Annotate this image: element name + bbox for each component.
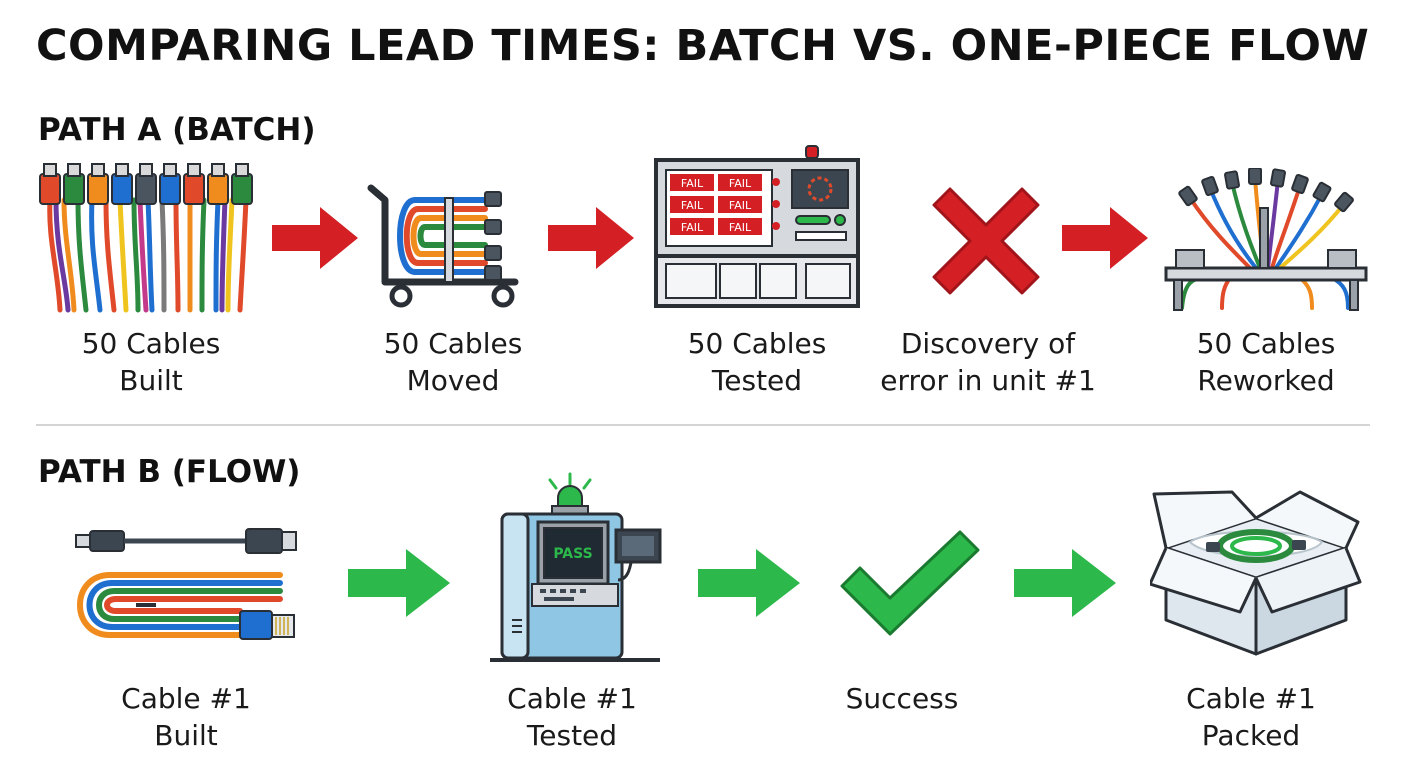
step-caption-line1: Discovery of [900, 327, 1076, 360]
flow-arrow-icon [1014, 549, 1116, 617]
cart-icon [367, 184, 519, 308]
step-caption-line2: Packed [1201, 719, 1301, 752]
fail-label: FAIL [729, 177, 752, 190]
flow-arrow-icon [348, 549, 450, 617]
fail-label: FAIL [681, 177, 704, 190]
fail-label: FAIL [729, 199, 752, 212]
step-caption: 50 Cables Built [21, 325, 281, 399]
step-caption: 50 Cables Tested [627, 325, 887, 399]
cable-bundle-icon [39, 163, 253, 313]
step-caption-line2: Reworked [1197, 364, 1335, 397]
step-caption: Success [772, 680, 1032, 717]
step-caption-line1: Success [845, 682, 959, 715]
step-caption-line2: Moved [406, 364, 500, 397]
step-caption: 50 Cables Moved [323, 325, 583, 399]
batch-arrow-icon [1062, 207, 1148, 269]
step-caption-line1: Cable #1 [121, 682, 251, 715]
step-caption-line1: Cable #1 [1186, 682, 1316, 715]
open-box-icon [1150, 490, 1362, 656]
path-a-label: PATH A (BATCH) [38, 112, 316, 148]
step-caption-line1: Cable #1 [507, 682, 637, 715]
step-caption-line1: 50 Cables [687, 327, 827, 360]
section-divider [36, 424, 1370, 426]
path-b-label: PATH B (FLOW) [38, 454, 301, 490]
page-title: COMPARING LEAD TIMES: BATCH VS. ONE-PIEC… [36, 21, 1370, 71]
flow-arrow-icon [698, 549, 800, 617]
batch-arrow-icon [272, 207, 358, 269]
step-caption: Discovery of error in unit #1 [858, 325, 1118, 399]
step-caption: Cable #1 Built [56, 680, 316, 754]
step-caption: Cable #1 Packed [1121, 680, 1381, 754]
step-caption-line1: 50 Cables [383, 327, 523, 360]
step-caption-line1: 50 Cables [1196, 327, 1336, 360]
green-check-icon [840, 530, 980, 636]
fail-label: FAIL [681, 199, 704, 212]
pass-tester-icon: PASS [490, 472, 662, 662]
step-caption-line2: Built [119, 364, 183, 397]
step-caption: Cable #1 Tested [442, 680, 702, 754]
single-cable-icon [75, 528, 297, 640]
step-caption-line2: Tested [526, 719, 618, 752]
rework-bench-icon [1164, 168, 1368, 311]
pass-label: PASS [553, 546, 592, 562]
fail-label: FAIL [681, 221, 704, 234]
step-caption-line2: Built [154, 719, 218, 752]
step-caption-line2: Tested [711, 364, 803, 397]
batch-arrow-icon [548, 207, 634, 269]
step-caption: 50 Cables Reworked [1136, 325, 1396, 399]
red-x-icon [932, 187, 1040, 295]
test-station-icon: FAIL FAIL FAIL FAIL FAIL FAIL [654, 145, 860, 308]
step-caption-line1: 50 Cables [81, 327, 221, 360]
step-caption-line2: error in unit #1 [880, 364, 1096, 397]
fail-label: FAIL [729, 221, 752, 234]
